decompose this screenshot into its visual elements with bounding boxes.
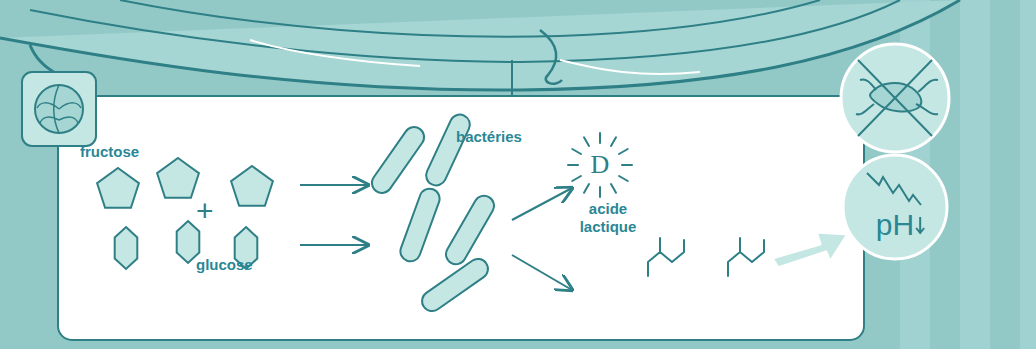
down-arrow [916,217,924,233]
no-bacteria-symbol [841,44,949,152]
part-label: bactéries [456,128,522,146]
part-label: fructose [80,143,139,161]
ph-circle: pH [841,153,949,261]
part-label: glucose [196,256,253,274]
cabbage-section [0,0,960,98]
reaction-arrows [300,185,572,290]
part-label: acide lactique [578,200,638,236]
fructose-molecules [97,158,273,208]
plus-sign: + [196,196,214,226]
vitamin-letter: D [591,150,610,180]
ph-label: pH [841,209,949,241]
falling-curve [867,173,921,205]
process-panel [58,96,864,340]
result-arrow [772,232,848,268]
cabbage-icon [22,72,96,146]
circle-outline [843,155,947,259]
lactic-acid-molecules [648,238,764,276]
vitamin-d-rays [568,133,632,197]
ph-circle-shape [841,153,949,261]
